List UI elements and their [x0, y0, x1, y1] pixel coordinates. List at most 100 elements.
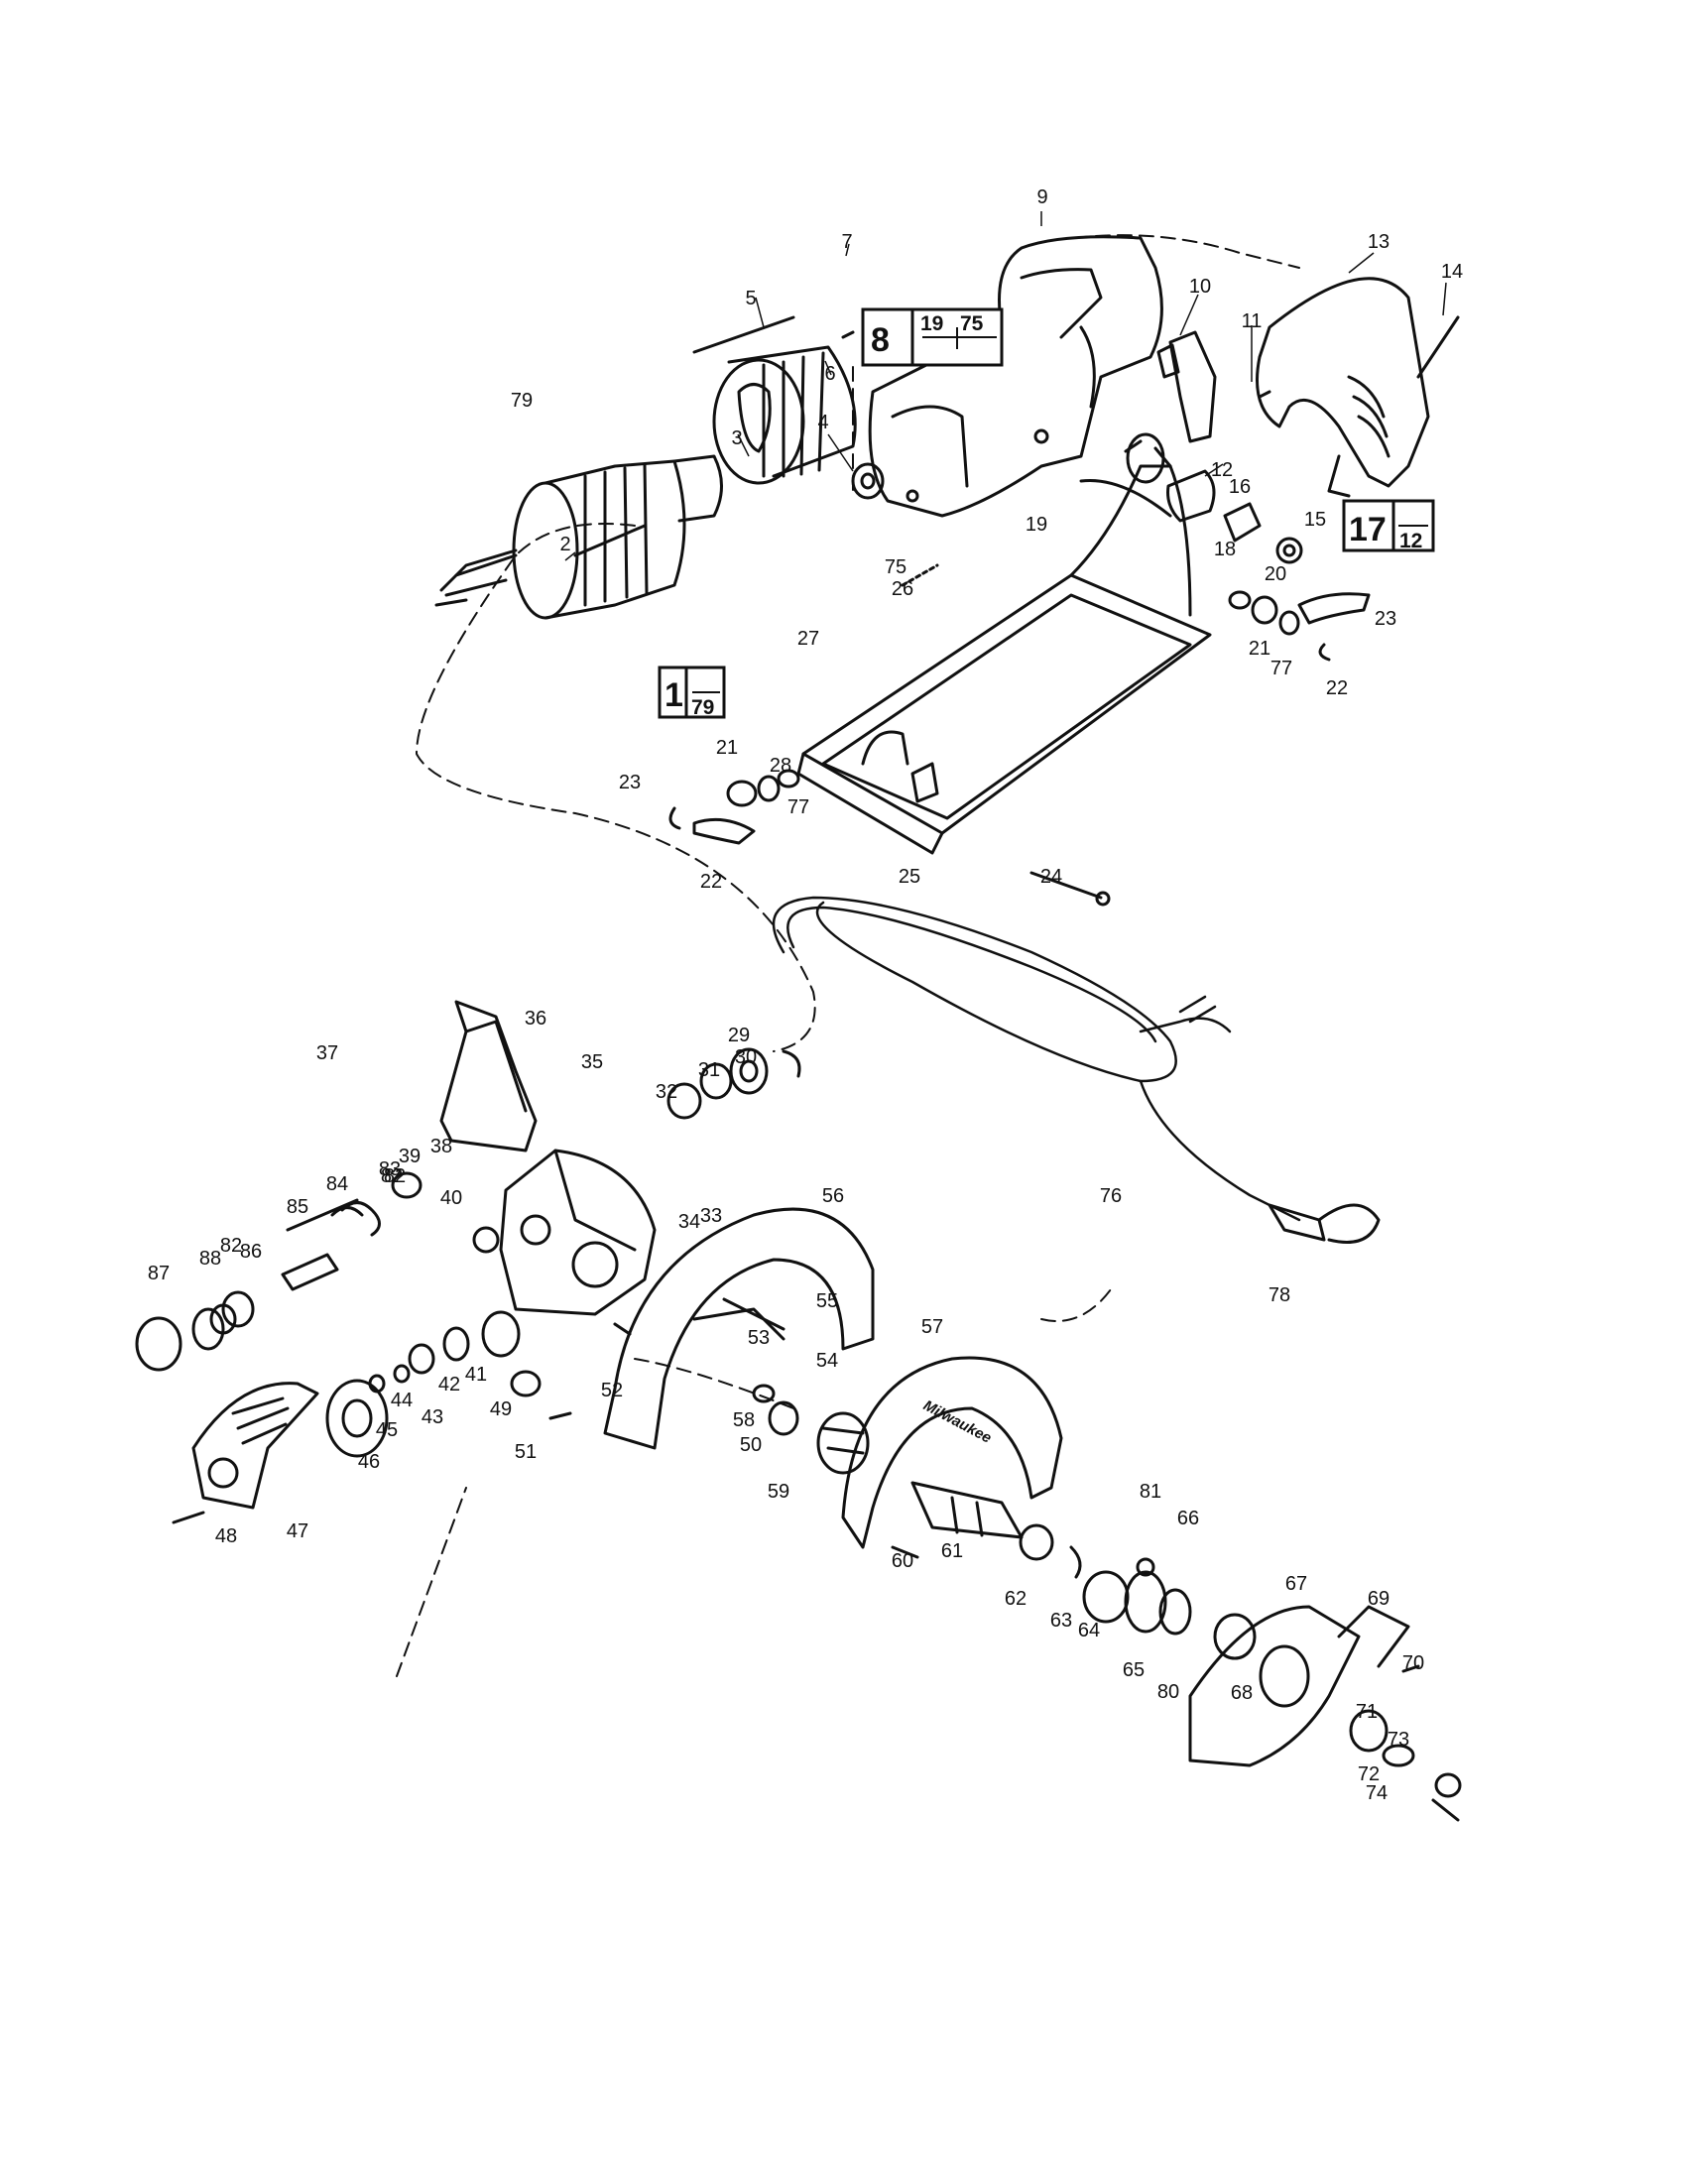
screw — [1416, 315, 1460, 379]
part-label-31: 31 — [698, 1059, 720, 1081]
upper-guard — [603, 1207, 875, 1450]
bolt-head — [1095, 891, 1111, 907]
part-label-70: 70 — [1402, 1652, 1424, 1674]
part-label-52: 52 — [601, 1380, 623, 1401]
part-label-2: 2 — [559, 534, 570, 555]
part-label-76: 76 — [1100, 1185, 1122, 1207]
part-label-29: 29 — [728, 1025, 750, 1046]
cord-end — [1268, 1203, 1381, 1244]
switch — [1156, 330, 1217, 443]
part-label-41: 41 — [465, 1364, 487, 1386]
part-label-20: 20 — [1265, 563, 1286, 585]
part-label-32: 32 — [656, 1081, 677, 1103]
shoe-plate — [796, 464, 1212, 855]
part-label-23: 23 — [1375, 608, 1396, 630]
field-assembly — [712, 345, 857, 485]
brand-mark: Milwaukee — [920, 1397, 994, 1447]
depth-adjust-left — [668, 769, 800, 845]
screw — [286, 1198, 359, 1232]
part-label-15: 15 — [1304, 509, 1326, 531]
part-label-5: 5 — [745, 288, 756, 309]
part-label-16: 16 — [1229, 476, 1251, 498]
part-label-54: 54 — [816, 1350, 838, 1372]
part-label-45: 45 — [376, 1419, 398, 1441]
part-label-88: 88 — [199, 1248, 221, 1270]
lower-guard — [841, 1356, 1063, 1549]
blade-clamp — [1349, 1709, 1462, 1822]
part-label-34: 34 — [678, 1211, 700, 1233]
part-label-48: 48 — [215, 1525, 237, 1547]
spindle-bearings — [1019, 1523, 1192, 1636]
part-label-86: 86 — [240, 1241, 262, 1263]
part-label-27: 27 — [797, 628, 819, 650]
leader-lines — [564, 211, 1447, 561]
part-label-65: 65 — [1123, 1659, 1145, 1681]
part-label-73: 73 — [1388, 1729, 1409, 1751]
screw — [891, 1545, 919, 1559]
part-label-62: 62 — [1005, 1588, 1027, 1610]
part-label-26: 26 — [892, 578, 913, 600]
part-label-18: 18 — [1214, 539, 1236, 560]
part-label-21: 21 — [716, 737, 738, 759]
part-label-37: 37 — [316, 1042, 338, 1064]
part-label-36: 36 — [525, 1008, 546, 1030]
part-label-77: 77 — [787, 796, 809, 818]
part-label-78: 78 — [1269, 1284, 1290, 1306]
screw — [1401, 1664, 1420, 1673]
part-label-79: 79 — [511, 390, 533, 412]
part-label-33: 33 — [700, 1205, 722, 1227]
part-label-75: 75 — [885, 556, 906, 578]
part-label-24: 24 — [1040, 866, 1062, 888]
pinion-parts — [368, 1310, 521, 1394]
part-label-58: 58 — [733, 1409, 755, 1431]
box-1-bottom: 79 — [691, 696, 714, 719]
bolt — [1029, 871, 1103, 900]
part-label-74: 74 — [1366, 1782, 1388, 1804]
part-label-83: 83 — [379, 1158, 401, 1180]
gear-case — [472, 1149, 657, 1316]
screw — [613, 1322, 632, 1336]
screw — [901, 563, 939, 587]
part-label-38: 38 — [430, 1136, 452, 1157]
screw — [841, 330, 855, 339]
motor-housing-handle — [868, 235, 1163, 518]
part-label-43: 43 — [422, 1406, 443, 1428]
part-label-85: 85 — [287, 1196, 308, 1218]
part-label-87: 87 — [148, 1263, 170, 1284]
part-label-71: 71 — [1356, 1701, 1378, 1723]
part-label-60: 60 — [892, 1550, 913, 1572]
part-label-46: 46 — [358, 1451, 380, 1473]
auxiliary-handle — [439, 1000, 538, 1153]
box-8-top2: 75 — [960, 312, 984, 335]
depth-adjust-right — [1228, 590, 1371, 662]
callout-box-1: 1 79 — [658, 666, 726, 719]
part-label-49: 49 — [490, 1398, 512, 1420]
box-17-main: 17 — [1349, 511, 1387, 548]
bearings — [666, 1047, 801, 1120]
armature — [434, 454, 723, 620]
box-8-top: 19 — [920, 312, 943, 335]
part-label-14: 14 — [1441, 261, 1463, 283]
blade-guard-plate — [1188, 1605, 1410, 1767]
part-label-23: 23 — [619, 772, 641, 793]
box-8-main: 8 — [871, 321, 890, 359]
part-label-22: 22 — [700, 871, 722, 893]
box-1-main: 1 — [665, 676, 683, 714]
part-label-72: 72 — [1358, 1763, 1380, 1785]
part-label-12: 12 — [1211, 459, 1233, 481]
part-label-68: 68 — [1231, 1682, 1253, 1704]
handle-cover — [1256, 277, 1430, 498]
part-number-labels: 2345679101112131415161819202122232425262… — [148, 186, 1463, 1804]
spindle — [910, 1481, 1024, 1539]
part-label-3: 3 — [731, 427, 742, 449]
bearing — [851, 462, 885, 500]
part-label-11: 11 — [1242, 310, 1263, 332]
part-label-82: 82 — [384, 1165, 406, 1187]
part-label-30: 30 — [735, 1046, 757, 1068]
screw — [1258, 390, 1271, 399]
part-label-56: 56 — [822, 1185, 844, 1207]
part-label-69: 69 — [1368, 1588, 1390, 1610]
part-label-19: 19 — [1026, 514, 1047, 536]
